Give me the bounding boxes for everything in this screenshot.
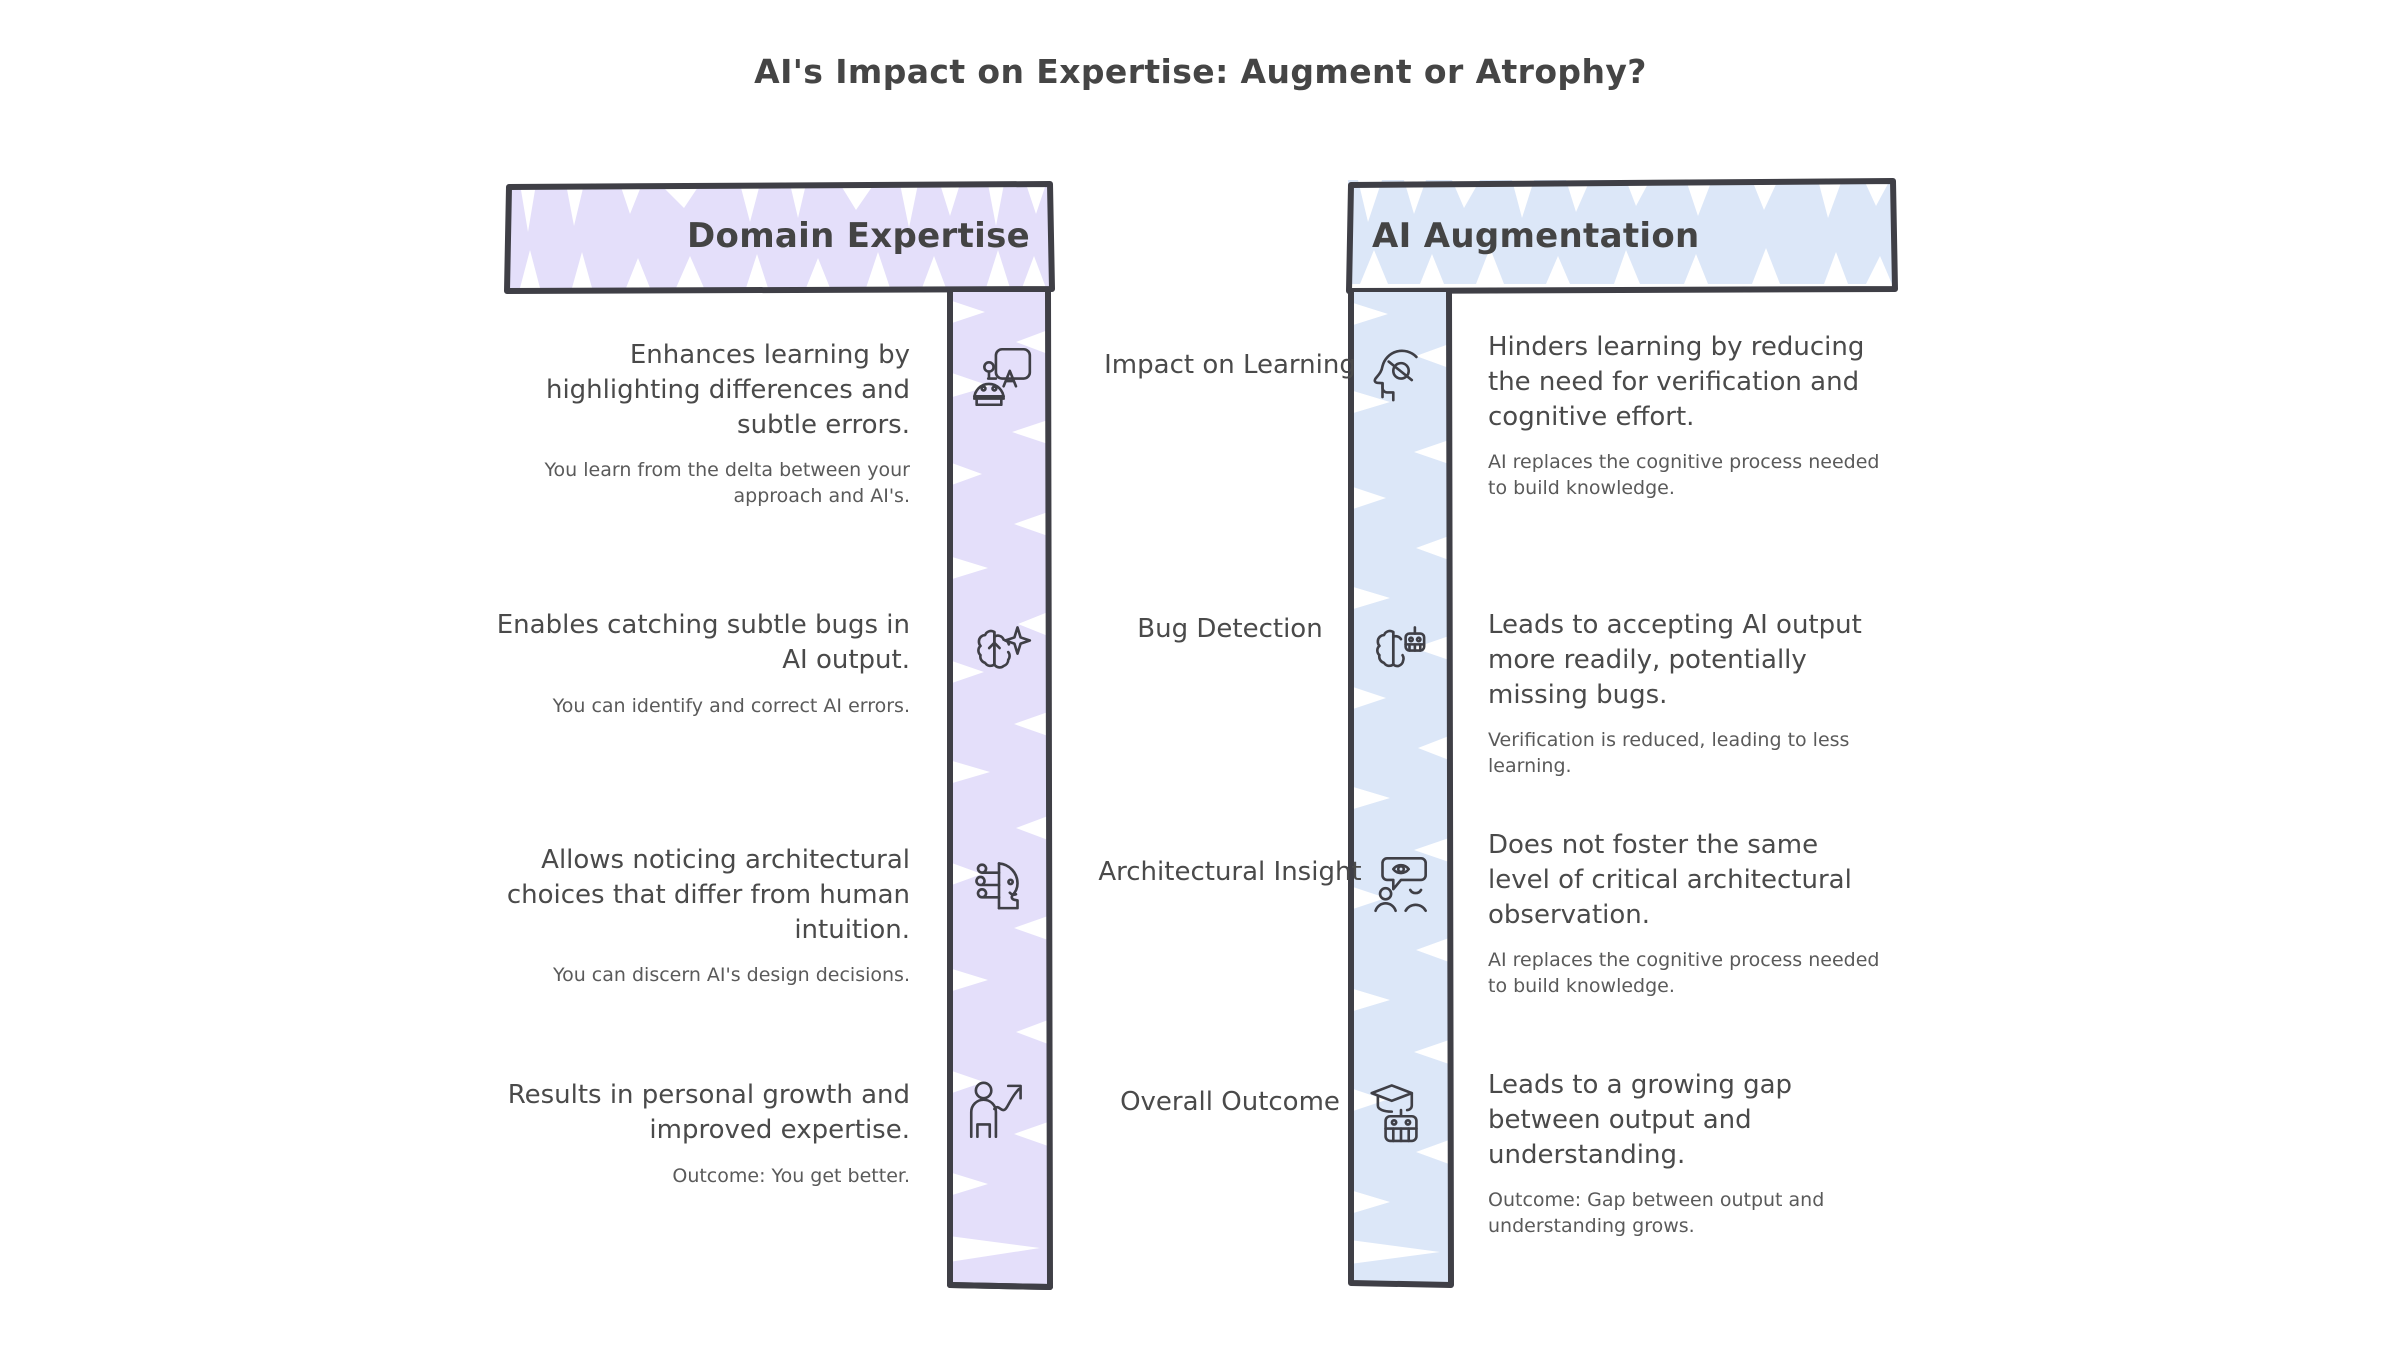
column-header-left: Domain Expertise	[687, 216, 1030, 256]
row-2-right-cell: Does not foster the same level of critic…	[1488, 828, 1888, 1000]
column-header-right: AI Augmentation	[1372, 216, 1700, 256]
row-3-left-main: Results in personal growth and improved …	[507, 1080, 910, 1145]
row-3-right-cell: Leads to a growing gap between output an…	[1488, 1068, 1888, 1240]
row-3-left-cell: Results in personal growth and improved …	[470, 1078, 910, 1189]
row-2-right-main: Does not foster the same level of critic…	[1488, 830, 1852, 930]
row-1-left-cell: Enables catching subtle bugs in AI outpu…	[470, 608, 910, 719]
row-2-center-label: Architectural Insight	[1060, 855, 1400, 890]
row-0-left-cell: Enhances learning by highlighting differ…	[470, 338, 910, 510]
row-0-center-text: Impact on Learning	[1104, 350, 1356, 380]
row-3-center-text: Overall Outcome	[1120, 1087, 1340, 1117]
row-0-left-sub: You learn from the delta between your ap…	[544, 459, 910, 508]
robot-graduate-icon	[1364, 1070, 1438, 1144]
row-0-right-sub: AI replaces the cognitive process needed…	[1488, 451, 1880, 500]
row-1-center-text: Bug Detection	[1137, 614, 1323, 644]
row-0-right-cell: Hinders learning by reducing the need fo…	[1488, 330, 1888, 502]
row-0-right-main: Hinders learning by reducing the need fo…	[1488, 332, 1865, 432]
row-1-left-sub: You can identify and correct AI errors.	[552, 694, 910, 717]
row-2-right-sub: AI replaces the cognitive process needed…	[1488, 949, 1880, 998]
row-2-center-text: Architectural Insight	[1098, 857, 1362, 887]
head-no-thinking-icon	[1364, 340, 1438, 414]
person-growth-arrow-icon	[962, 1072, 1036, 1146]
row-2-left-sub: You can discern AI's design decisions.	[553, 964, 910, 987]
row-3-right-sub: Outcome: Gap between output and understa…	[1488, 1189, 1825, 1238]
brain-sparkle-icon	[962, 612, 1036, 686]
row-3-left-sub: Outcome: You get better.	[672, 1164, 910, 1187]
row-1-center-label: Bug Detection	[1060, 612, 1400, 647]
row-1-left-main: Enables catching subtle bugs in AI outpu…	[496, 610, 910, 675]
brain-robot-icon	[1364, 612, 1438, 686]
row-2-left-cell: Allows noticing architectural choices th…	[470, 843, 910, 989]
row-2-left-main: Allows noticing architectural choices th…	[506, 845, 910, 945]
head-circuit-icon	[962, 848, 1036, 922]
row-3-center-label: Overall Outcome	[1060, 1085, 1400, 1120]
row-3-right-main: Leads to a growing gap between output an…	[1488, 1070, 1793, 1170]
row-1-right-sub: Verification is reduced, leading to less…	[1488, 729, 1850, 778]
row-1-right-cell: Leads to accepting AI output more readil…	[1488, 608, 1888, 780]
row-1-right-main: Leads to accepting AI output more readil…	[1488, 610, 1862, 710]
row-0-left-main: Enhances learning by highlighting differ…	[545, 340, 910, 440]
row-0-center-label: Impact on Learning	[1060, 348, 1400, 383]
eye-speech-people-icon	[1364, 846, 1438, 920]
page-title: AI's Impact on Expertise: Augment or Atr…	[754, 52, 1647, 91]
robot-translate-icon	[962, 340, 1036, 414]
